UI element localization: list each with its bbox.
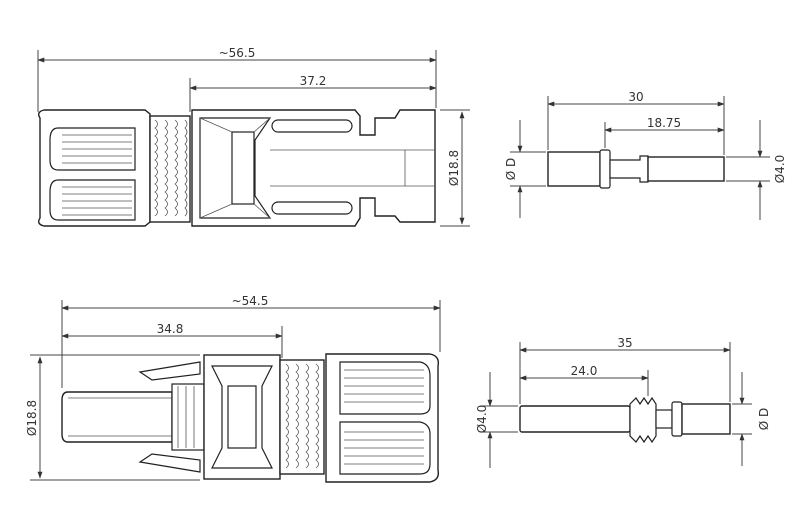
top-connector-dims: ~56.5 37.2 Ø18.8 [37,46,470,227]
bottom-oring [171,383,205,451]
bottom-socket [519,396,731,444]
bottom-socket-inner-length: 24.0 [571,364,598,378]
top-diameter: Ø18.8 [447,150,461,186]
bottom-latch-lower [138,453,201,473]
bottom-socket-barrel [681,403,731,435]
bottom-lens-window [227,385,257,449]
top-pin-left-diameter: Ø D [504,158,518,181]
bottom-socket-left-diameter: Ø4.0 [475,405,489,434]
bottom-diameter: Ø18.8 [25,400,39,436]
bottom-socket-dims: 35 24.0 Ø4.0 Ø D [475,336,771,468]
top-pin [547,149,725,189]
bottom-thread [279,359,325,475]
top-slot-lower [271,201,353,215]
bottom-connector [61,353,440,483]
top-overall-length: ~56.5 [219,46,256,60]
top-pin-tip [647,156,725,182]
top-lens-window [231,131,255,205]
bottom-body-length: 34.8 [157,322,184,336]
top-pin-collar [599,149,611,189]
bottom-cap-rib-upper [339,361,431,415]
bottom-socket-neck [655,409,673,429]
bottom-socket-right-diameter: Ø D [757,408,771,431]
top-slot-upper [271,119,353,133]
top-pin-dims: 30 18.75 Ø D Ø4.0 [504,90,787,220]
bottom-socket-spring [629,396,657,444]
top-pin-barrel [547,151,601,187]
bottom-socket-tube [61,391,173,443]
bottom-socket-sleeve [519,405,631,433]
top-pin-overall-length: 30 [628,90,643,104]
bottom-latch-upper [138,361,201,381]
top-connector [37,109,436,227]
top-cap-rib-lower [49,179,136,221]
bottom-connector-dims: ~54.5 34.8 Ø18.8 [25,294,441,481]
top-pin-tip-length: 18.75 [647,116,681,130]
bottom-socket-overall-length: 35 [617,336,632,350]
top-body-length: 37.2 [300,74,327,88]
bottom-socket-collar [671,401,683,437]
top-pin-neck [609,155,649,183]
bottom-overall-length: ~54.5 [232,294,269,308]
top-pin-right-diameter: Ø4.0 [773,155,787,184]
